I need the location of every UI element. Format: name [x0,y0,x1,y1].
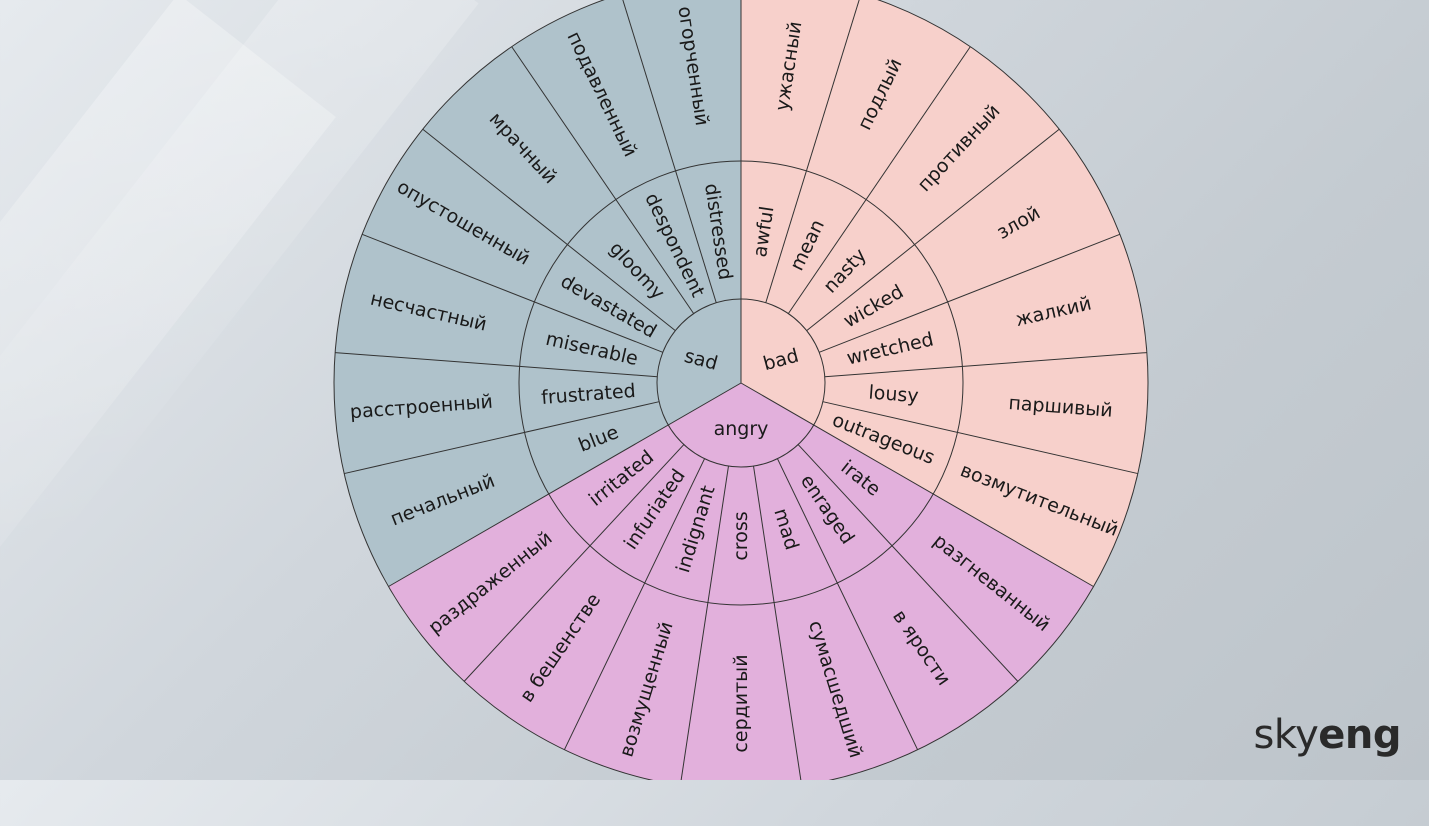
spoke-bad-2 [787,46,971,314]
group-divider-0 [388,382,742,587]
spoke-angry-5 [563,458,706,750]
logo-light: sky [1253,712,1319,758]
spoke-bad-5 [824,352,1147,378]
mid-label-angry-3: cross [730,511,752,560]
spoke-angry-6 [463,444,685,682]
spoke-angry-3 [753,465,802,780]
spoke-sad-6 [622,0,717,303]
mid-label-bad-5: lousy [868,382,920,408]
outer-ring [333,0,1149,780]
group-divider-2 [740,382,1094,587]
spoke-angry-4 [680,465,729,780]
spoke-bad-4 [819,233,1121,353]
core-label-angry: angry [714,418,769,440]
logo-bold: eng [1318,712,1401,758]
spoke-angry-1 [797,444,1019,682]
sector-angry [388,383,1094,780]
skyeng-logo: skyeng [1254,712,1402,758]
spoke-angry-2 [776,458,919,750]
spoke-sad-2 [335,352,658,378]
outer-label-angry-3: сердитый [730,654,752,752]
emotion-wheel: bluefrustratedmiserabledevastatedgloomyd… [333,0,1149,780]
spoke-bad-6 [822,401,1138,475]
spoke-sad-1 [344,401,660,475]
spoke-bad-1 [765,0,860,303]
spoke-bad-3 [806,128,1060,332]
spoke-sad-3 [361,233,663,353]
spoke-sad-4 [422,128,676,332]
spoke-sad-5 [511,46,695,314]
